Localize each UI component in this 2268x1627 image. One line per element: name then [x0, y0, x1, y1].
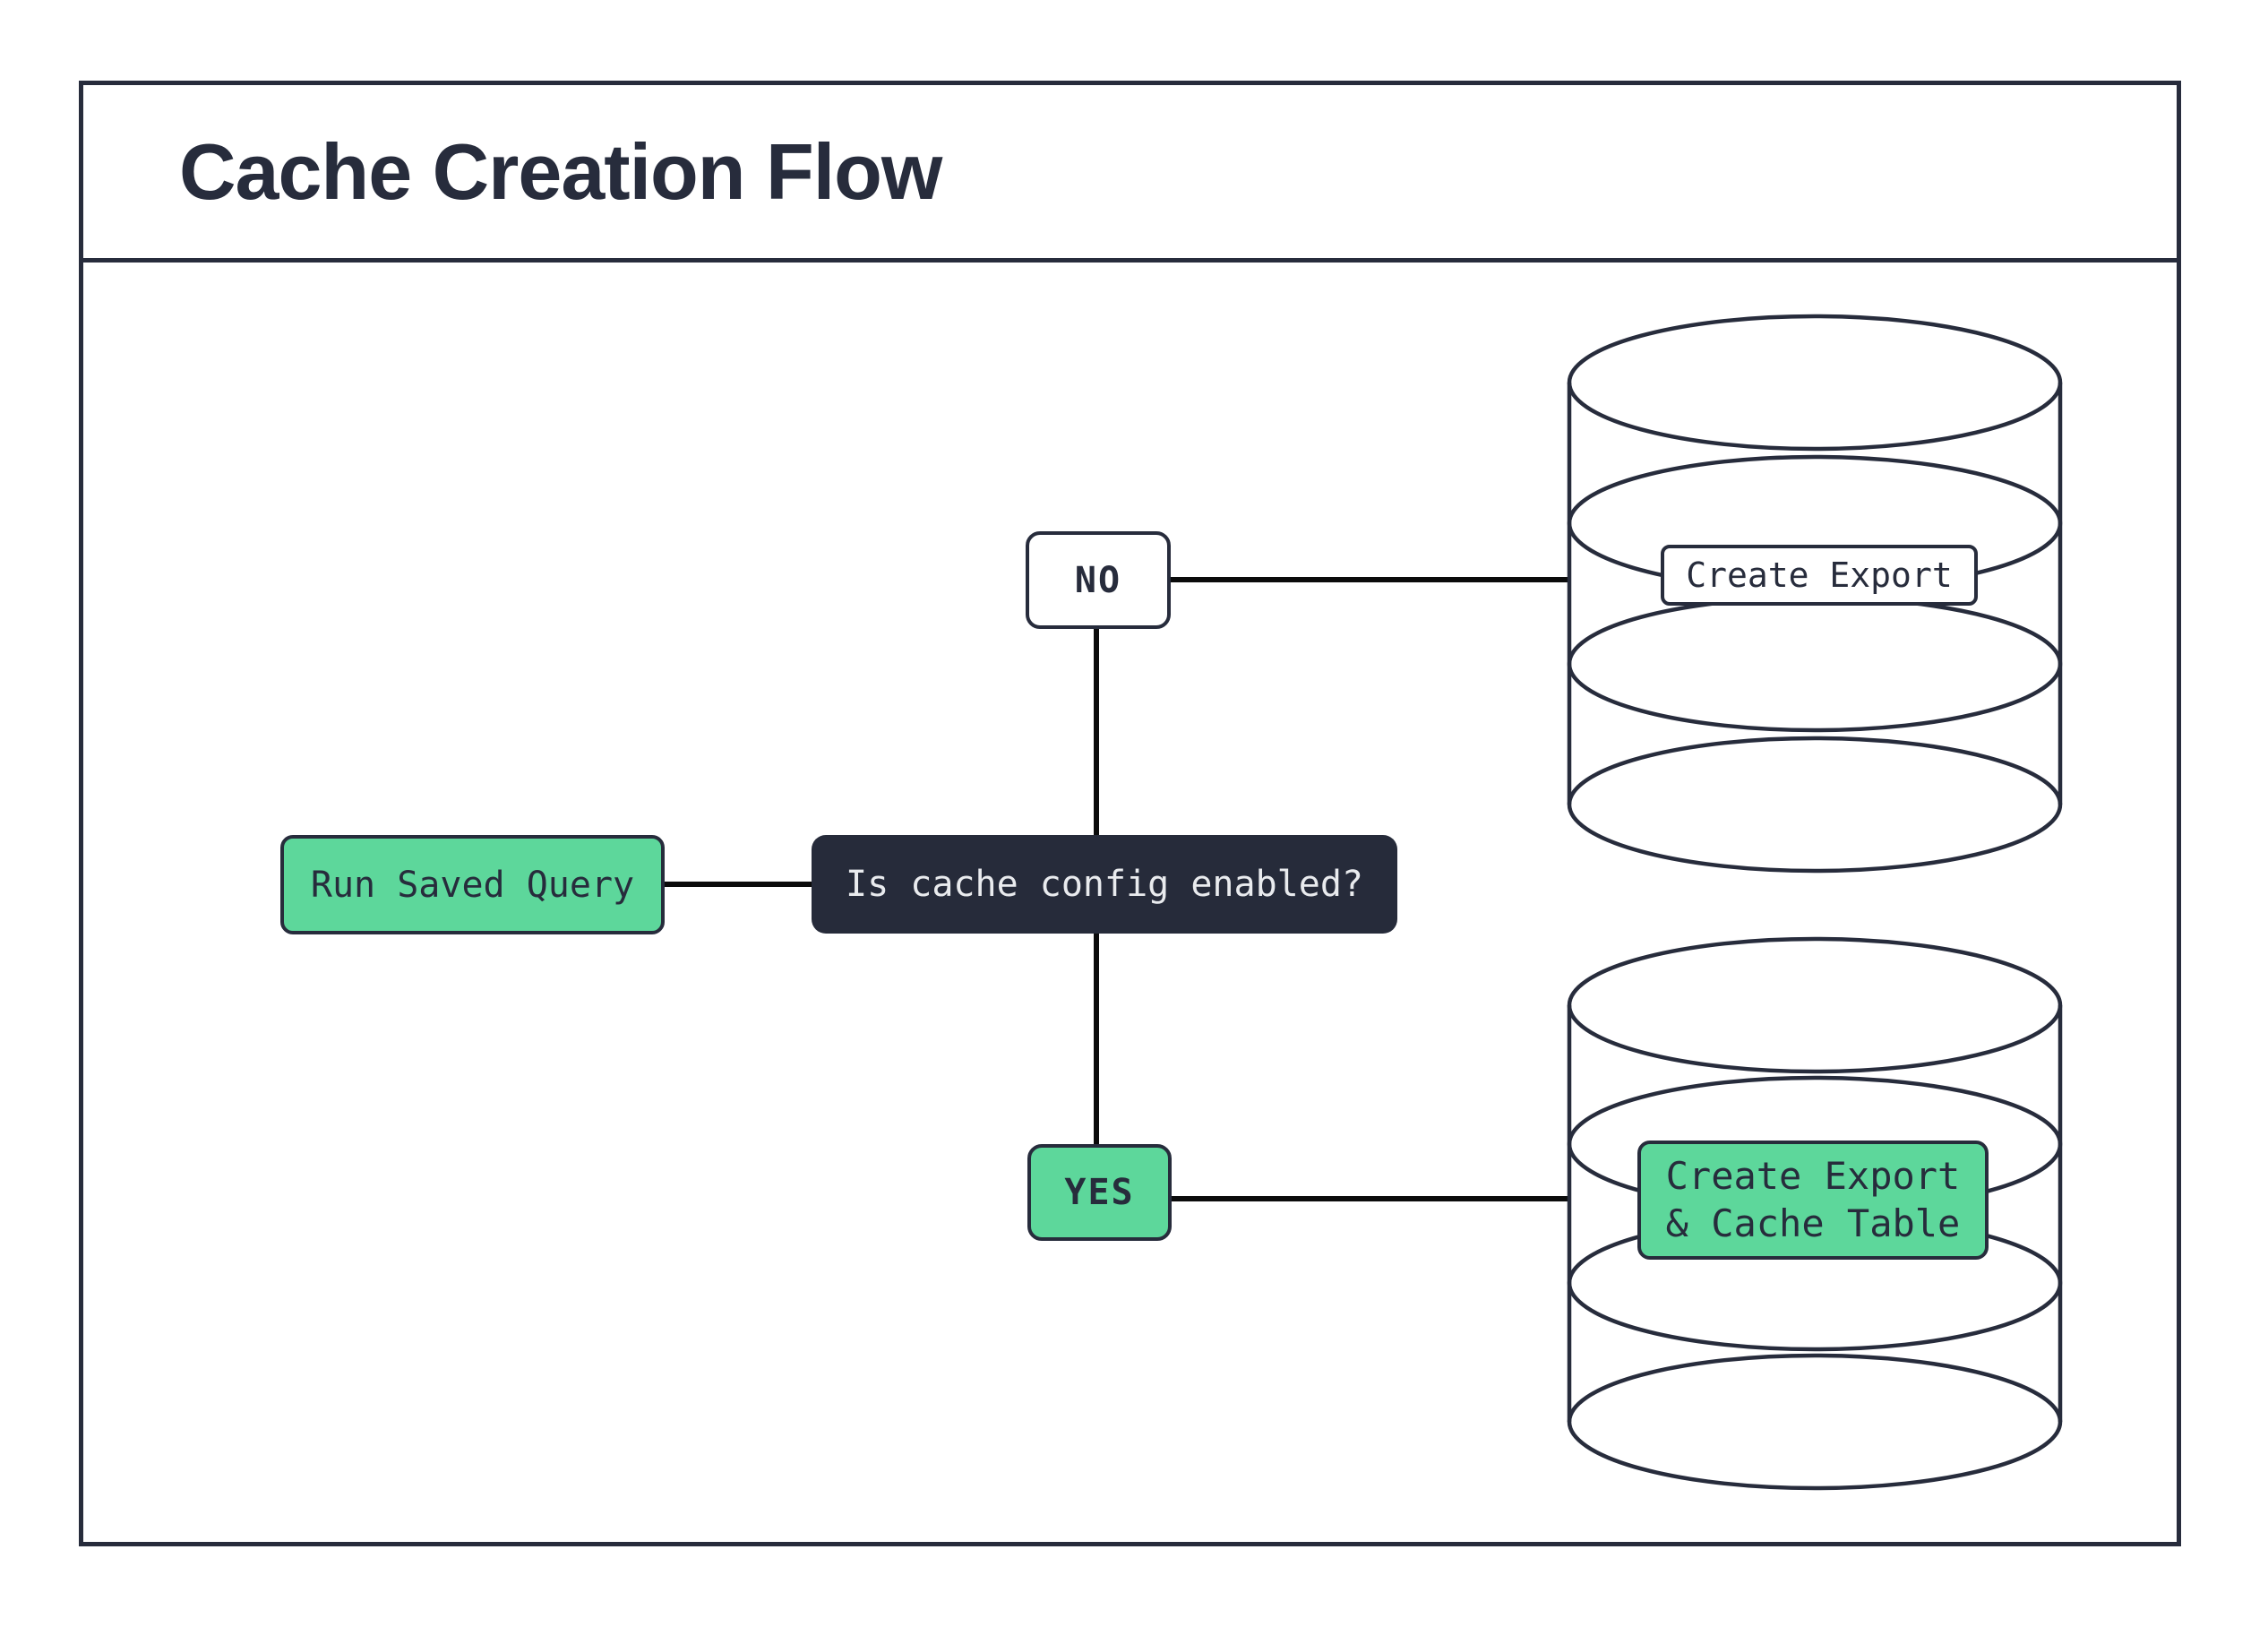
node-create-export-cache-tag: Create Export & Cache Table [1637, 1141, 1989, 1260]
node-branch-no: NO [1026, 531, 1171, 629]
title-bar: Cache Creation Flow [83, 85, 2177, 263]
tag-line-2: & Cache Table [1665, 1201, 1961, 1245]
node-branch-yes: YES [1027, 1144, 1172, 1241]
diagram-frame: Cache Creation Flow [79, 81, 2181, 1546]
page-title: Cache Creation Flow [179, 126, 942, 216]
node-run-saved-query: Run Saved Query [280, 835, 665, 934]
database-cylinder-bottom [1567, 936, 2063, 1491]
node-create-export-tag: Create Export [1661, 545, 1978, 606]
node-cache-config-decision: Is cache config enabled? [812, 835, 1397, 934]
tag-line-1: Create Export [1665, 1153, 1961, 1198]
